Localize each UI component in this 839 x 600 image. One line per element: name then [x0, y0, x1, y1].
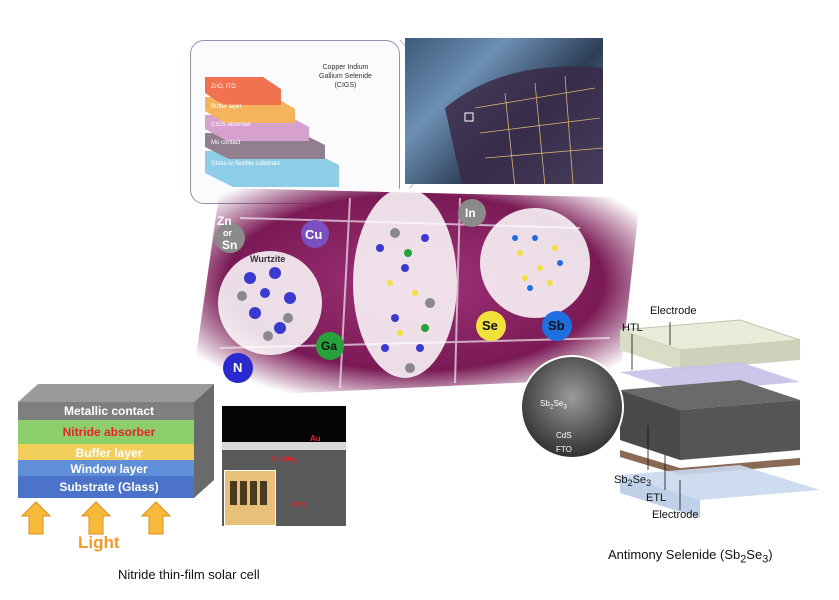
micro-sub: 2 — [549, 403, 554, 411]
up-arrow-icon — [80, 501, 112, 535]
layer-nitride-absorber — [18, 420, 194, 444]
caption-sub: 3 — [762, 553, 769, 566]
cigs-title-line: Copper Indium — [322, 64, 369, 71]
micro-label-cds: CdS — [556, 431, 572, 440]
cigs-title: Copper Indium Gallium Selenide (CIGS) — [319, 63, 372, 90]
label-sub: 3 — [646, 478, 652, 489]
element-badge-se — [476, 311, 506, 341]
element-label-cu: Cu — [305, 227, 323, 242]
element-badge-in — [458, 199, 486, 227]
cigs-layer-stack — [205, 77, 339, 187]
nitride-cell-stack — [18, 384, 214, 498]
layer-buffer — [18, 444, 194, 460]
sem-label-znsnn: ZnSnN2 — [272, 456, 298, 465]
label-sb2se3: Sb2Se3 — [614, 474, 651, 488]
layer-label-window: Window layer — [70, 462, 148, 476]
cigs-layer-substrate — [205, 151, 339, 187]
caption-sub: 2 — [740, 553, 747, 566]
crystal-structure-2 — [353, 188, 457, 378]
sem-label-fto: FTO — [292, 502, 306, 509]
label-etl: ETL — [646, 492, 667, 504]
label-se: Se — [632, 474, 647, 486]
materials-panel: Zn or Sn Cu In Se Sb Ga N Wurtzite — [180, 178, 640, 398]
layer-label-metallic: Metallic contact — [63, 404, 155, 418]
micro-se: Se — [553, 399, 564, 408]
flexible-cell-photo — [405, 38, 603, 184]
layer-metallic-contact — [18, 402, 194, 420]
sem-label-au: Au — [310, 434, 321, 443]
wurtzite-label: Wurtzite — [250, 254, 286, 264]
element-label-in: In — [465, 206, 476, 220]
element-label-ga: Ga — [321, 339, 338, 353]
sb2se3-micrograph: Sb2Se3 CdS FTO — [520, 355, 624, 459]
layer-label-substrate: Substrate (Glass) — [59, 480, 159, 494]
element-badge-sb — [542, 311, 572, 341]
caption-suffix: ) — [768, 547, 773, 562]
label-htl: HTL — [622, 322, 643, 334]
cigs-layer-label: Buffer layer — [211, 104, 242, 110]
cigs-inset: ZnO, ITO Buffer layer CIGS absorber Mo c… — [190, 40, 400, 204]
layer-label-absorber: Nitride absorber — [62, 425, 156, 439]
light-arrows — [20, 501, 172, 535]
sem-cross-section: Au ZnSnN2 FTO — [222, 406, 346, 526]
light-label: Light — [78, 533, 120, 552]
wurtzite-crystal — [218, 251, 322, 355]
label-electrode-top: Electrode — [650, 305, 697, 317]
cigs-layer-label: ZnO, ITO — [211, 84, 236, 90]
element-label-se: Se — [482, 318, 498, 333]
element-badge-cu — [301, 220, 329, 248]
crystal-structure-3 — [480, 208, 590, 318]
sem-label-znsnn-text: ZnSnN — [272, 456, 295, 463]
cigs-layer-label: Mo contact — [211, 140, 241, 146]
up-arrow-icon — [20, 501, 52, 535]
sb2se3-stack — [619, 319, 820, 518]
element-badge-zn — [215, 223, 245, 253]
layer-label-buffer: Buffer layer — [75, 446, 143, 460]
element-label-n: N — [233, 360, 243, 375]
element-label-sn: Sn — [222, 238, 238, 252]
device-photo — [224, 470, 276, 526]
element-badge-ga — [316, 332, 344, 360]
label-sub: 2 — [627, 478, 633, 489]
cigs-title-line: Gallium Selenide — [319, 73, 372, 80]
caption-prefix: Antimony Selenide (Sb — [608, 547, 741, 562]
label-sb: Sb — [614, 474, 628, 486]
micro-sb: Sb — [540, 399, 550, 408]
layer-window — [18, 460, 194, 476]
sem-label-znsnn-sub: 2 — [294, 459, 298, 466]
materials-panel-bg — [190, 188, 640, 398]
layer-substrate — [18, 476, 194, 498]
cigs-layer-zno — [205, 77, 281, 105]
cigs-layer-label: CIGS absorber — [211, 122, 252, 128]
up-arrow-icon — [140, 501, 172, 535]
element-label-zn: Zn — [217, 214, 232, 228]
cigs-title-line: (CIGS) — [334, 82, 357, 89]
element-badge-n — [223, 353, 253, 383]
caption-mid: Se — [746, 547, 763, 562]
nitride-caption: Nitride thin-film solar cell — [118, 567, 260, 582]
micro-label-sb2se3: Sb2Se3 — [540, 399, 567, 411]
sb2se3-caption: Antimony Selenide (Sb2Se3) — [608, 547, 773, 566]
element-label-sb: Sb — [548, 318, 565, 333]
flexible-cell-image — [445, 66, 603, 184]
label-electrode-bottom: Electrode — [652, 509, 699, 521]
micro-label-fto: FTO — [556, 445, 572, 454]
cigs-layer-label: Glass or flexible substrate — [211, 161, 281, 167]
element-label-or: or — [223, 228, 232, 238]
micro-sub: 3 — [563, 403, 567, 411]
